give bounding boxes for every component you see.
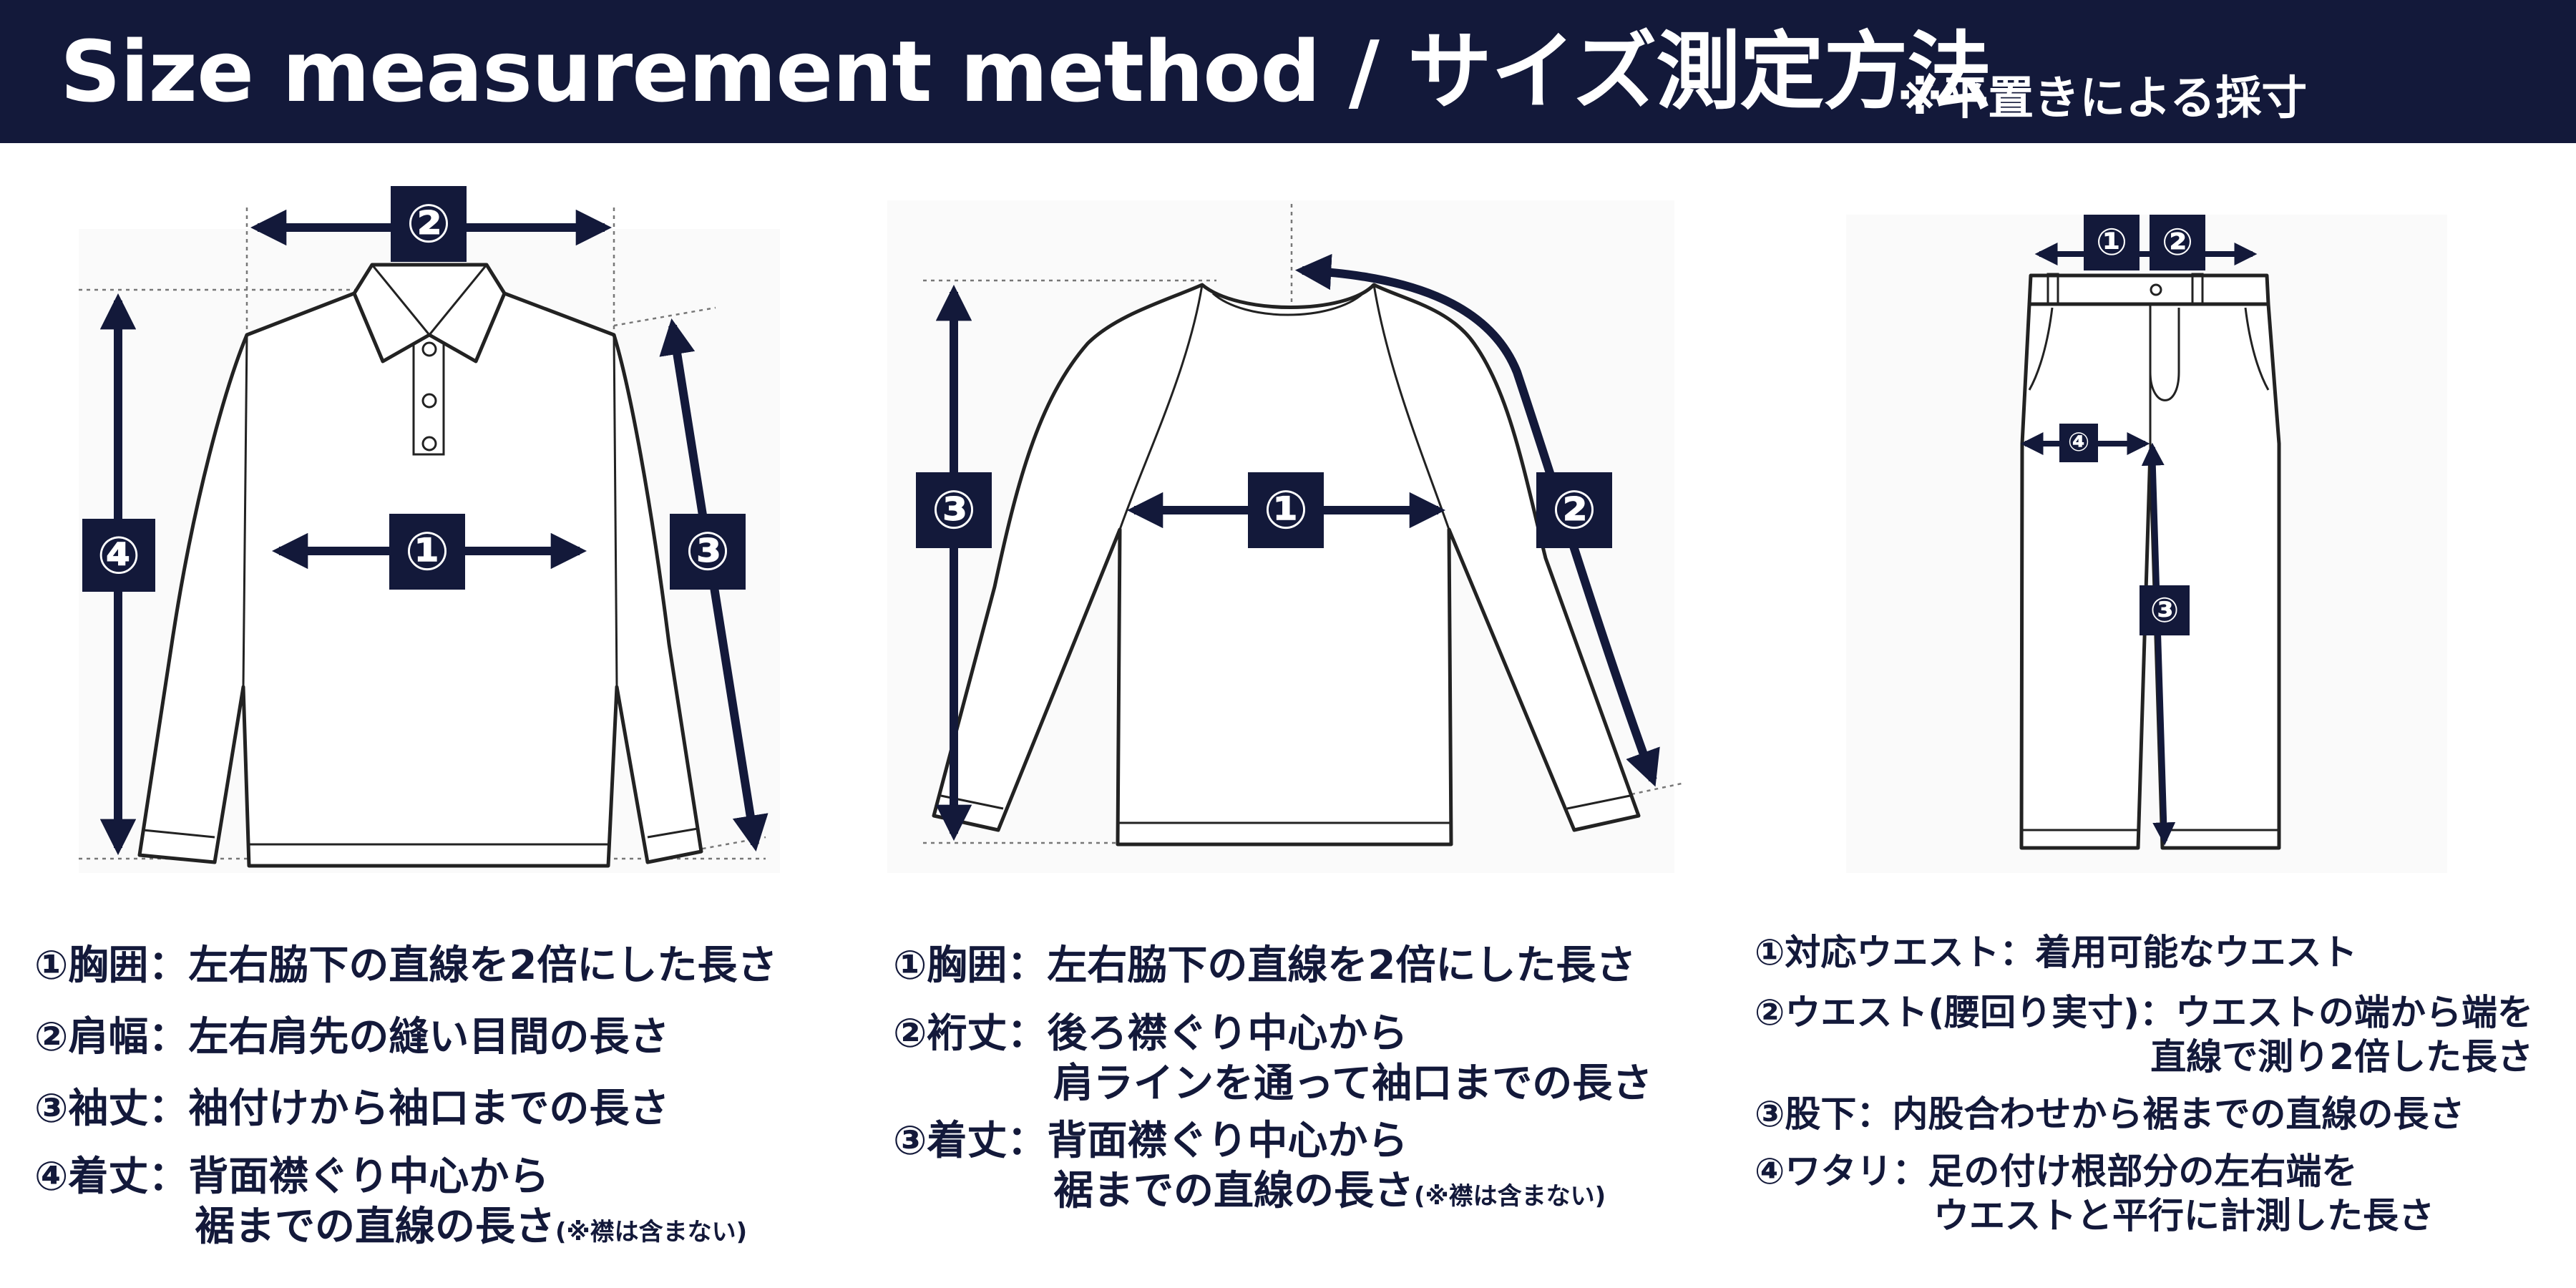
pants-line-thigh-cont: ウエストと平行に計測した長さ: [1933, 1195, 2434, 1236]
tshirt-description: ①胸囲：左右脇下の直線を2倍にした長さ ②裄丈：後ろ襟ぐり中心から 肩ラインを通…: [893, 930, 1652, 1221]
polo-line-chest: ①胸囲：左右脇下の直線を2倍にした長さ: [34, 942, 778, 989]
polo-line-sleeve: ③袖丈：袖付けから袖口までの長さ: [34, 1085, 670, 1132]
polo-chest-marker: ①: [389, 514, 465, 590]
tshirt-line-length-cont: 裾までの直線の長さ(※襟は含まない): [893, 1166, 1652, 1221]
page-subtitle: ※平置きによる採寸: [1898, 72, 2308, 125]
tshirt-length-marker: ③: [916, 472, 992, 548]
pants-fit-waist-marker: ①: [2084, 215, 2140, 270]
polo-collar-note: (※襟は含まない): [555, 1218, 748, 1246]
polo-description: ①胸囲：左右脇下の直線を2倍にした長さ ②肩幅：左右肩先の縫い目間の長さ ③袖丈…: [34, 930, 777, 1257]
tshirt-chest-marker: ①: [1248, 472, 1324, 548]
tshirt-line-length-cont-text: 裾までの直線の長さ: [893, 1168, 1414, 1214]
tshirt-collar-note: (※襟は含まない): [1414, 1182, 1606, 1211]
pants-drawing: [2019, 243, 2281, 850]
title-bar: Size measurement method / サイズ測定方法 ※平置きによ…: [0, 0, 2576, 143]
polo-line-shoulder: ②肩幅：左右肩先の縫い目間の長さ: [34, 1014, 670, 1060]
pants-line-waist: ②ウエスト(腰回り実寸)：ウエストの端から端を: [1755, 992, 2534, 1033]
pants-line-waist-cont: 直線で測り2倍した長さ: [2150, 1036, 2534, 1078]
page-title: Size measurement method / サイズ測定方法: [60, 22, 1991, 121]
pants-line-inseam: ③股下：内股合わせから裾までの直線の長さ: [1755, 1093, 2465, 1135]
pants-thigh-marker: ④: [2059, 424, 2098, 462]
pants-line-fit-waist: ①対応ウエスト：着用可能なウエスト: [1755, 932, 2358, 973]
polo-length-marker: ④: [82, 519, 155, 592]
tshirt-drawing: [923, 204, 1682, 847]
polo-line-length-cont: 裾までの直線の長さ(※襟は含まない): [34, 1202, 777, 1257]
tshirt-line-sleeve: ②裄丈：後ろ襟ぐり中心から: [893, 1010, 1408, 1057]
polo-sleeve-marker: ③: [670, 514, 746, 590]
tshirt-sleeve-marker: ②: [1536, 472, 1612, 548]
pants-waist-marker: ②: [2150, 215, 2205, 270]
tshirt-line-length: ③着丈：背面襟ぐり中心から: [893, 1118, 1408, 1164]
tshirt-line-sleeve-cont: 肩ラインを通って袖口までの長さ: [893, 1060, 1653, 1107]
pants-inseam-marker: ③: [2140, 585, 2190, 635]
pants-description: ①対応ウエスト：着用可能なウエスト ②ウエスト(腰回り実寸)：ウエストの端から端…: [1755, 930, 2533, 1238]
polo-line-length: ④着丈：背面襟ぐり中心から: [34, 1153, 550, 1200]
pants-line-thigh: ④ワタリ：足の付け根部分の左右端を: [1755, 1151, 2358, 1192]
polo-shoulder-marker: ②: [391, 186, 467, 262]
polo-line-length-cont-text: 裾までの直線の長さ: [34, 1204, 555, 1250]
tshirt-line-chest: ①胸囲：左右脇下の直線を2倍にした長さ: [893, 942, 1636, 989]
